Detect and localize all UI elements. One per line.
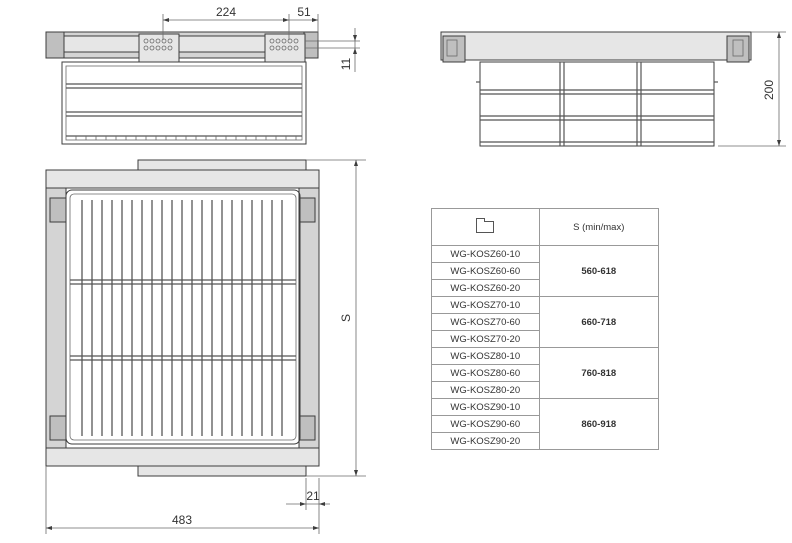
spec-icon-header xyxy=(431,208,540,246)
top-basket-wires xyxy=(70,200,296,436)
product-code: WG-KOSZ90-60 xyxy=(431,415,540,433)
spec-table-header: S (min/max) xyxy=(431,208,660,246)
range-value: 660-718 xyxy=(538,296,660,348)
range-header: S (min/max) xyxy=(538,208,660,246)
table-row: WG-KOSZ90-20 xyxy=(431,432,659,450)
bracket-holes xyxy=(143,38,299,51)
dim-200-label: 200 xyxy=(762,80,776,100)
folder-icon xyxy=(476,218,495,233)
front-bracket-left xyxy=(138,33,180,63)
range-value: 760-818 xyxy=(538,347,660,399)
product-code: WG-KOSZ80-20 xyxy=(431,381,540,399)
product-code: WG-KOSZ60-10 xyxy=(431,245,540,263)
dim-21-label: 21 xyxy=(306,489,320,503)
product-code: WG-KOSZ90-20 xyxy=(431,432,540,450)
front-basket-frame xyxy=(61,61,307,145)
side-rail xyxy=(440,31,752,61)
table-row: WG-KOSZ60-10 560-618 xyxy=(431,245,660,297)
dim-51-label: 51 xyxy=(297,5,311,19)
product-code: WG-KOSZ80-10 xyxy=(431,347,540,365)
dim-s-label: S xyxy=(339,314,353,322)
dim-224-label: 224 xyxy=(216,5,236,19)
top-front-strip xyxy=(137,159,307,171)
product-code: WG-KOSZ70-10 xyxy=(431,296,540,314)
side-basket-frame xyxy=(479,61,715,147)
top-basket-frame xyxy=(65,189,301,445)
table-row: WG-KOSZ90-10 860-918 xyxy=(431,398,660,450)
dim-483-label: 483 xyxy=(172,513,192,527)
product-code: WG-KOSZ70-20 xyxy=(431,330,540,348)
top-back-strip xyxy=(137,465,307,477)
product-code: WG-KOSZ90-10 xyxy=(431,398,540,416)
top-view: S 21 483 xyxy=(45,159,366,534)
table-row: WG-KOSZ70-10 660-718 xyxy=(431,296,660,348)
front-end-cap-left xyxy=(45,31,65,59)
side-clip-right xyxy=(726,35,750,63)
table-row: WG-KOSZ80-10 760-818 xyxy=(431,347,660,399)
range-value: 860-918 xyxy=(538,398,660,450)
product-code: WG-KOSZ70-60 xyxy=(431,313,540,331)
product-code: WG-KOSZ60-60 xyxy=(431,262,540,280)
dim-11-label: 11 xyxy=(339,57,353,70)
top-frame-front xyxy=(45,169,320,189)
side-view: 200 xyxy=(440,31,786,147)
range-value: 560-618 xyxy=(538,245,660,297)
front-basket-base-ticks xyxy=(75,136,297,140)
side-clip-left xyxy=(442,35,466,63)
front-view: 224 51 11 xyxy=(45,5,360,145)
top-frame-back xyxy=(45,447,320,467)
product-code: WG-KOSZ60-20 xyxy=(431,279,540,297)
spec-table: S (min/max) WG-KOSZ60-10 560-618 WG-KOSZ… xyxy=(431,208,660,450)
front-end-cap-right xyxy=(303,31,319,59)
front-bracket-right xyxy=(264,33,306,63)
product-code: WG-KOSZ80-60 xyxy=(431,364,540,382)
